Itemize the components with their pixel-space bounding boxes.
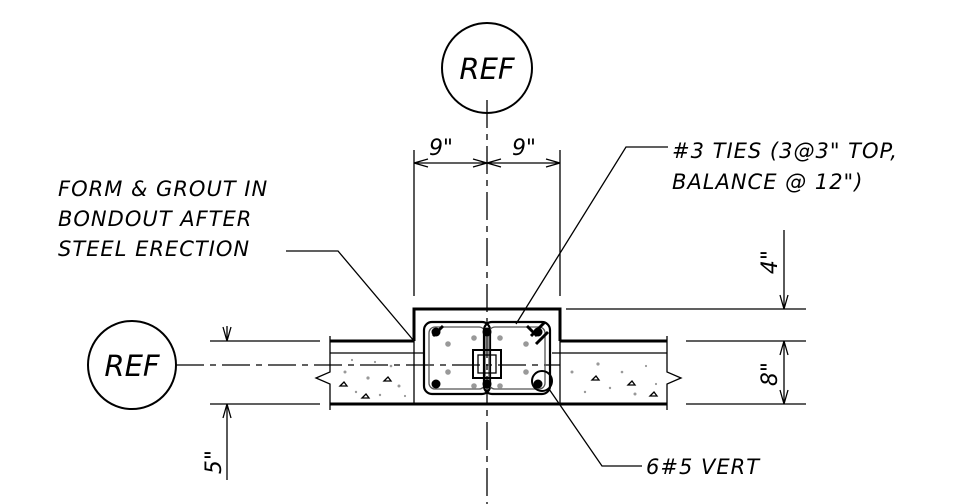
note-vert: 6#5 VERT [548, 388, 761, 479]
note-ties-line1: #3 TIES (3@3" TOP, [672, 139, 898, 163]
ref-circle-top [441, 22, 533, 114]
dimension-4: 4" [566, 230, 806, 310]
ref-bubble-left: REF [87, 320, 177, 410]
note-form-grout: FORM & GROUT IN BONDOUT AFTER STEEL EREC… [58, 177, 415, 342]
note-ties-line2: BALANCE @ 12") [672, 170, 863, 194]
ref-bubble-top: REF [441, 22, 533, 114]
note-vert-label: 6#5 VERT [646, 455, 761, 479]
concrete-hatch-right [570, 362, 659, 397]
rebar-1 [431, 327, 441, 337]
center-plate [472, 349, 502, 379]
tie-left [422, 320, 492, 396]
dim-5-label: 5" [202, 450, 227, 474]
note-ties: #3 TIES (3@3" TOP, BALANCE @ 12") [515, 139, 898, 325]
rebar-cage [422, 320, 553, 396]
dim-left-9: 9" [429, 136, 453, 161]
leader-vert [548, 388, 642, 467]
rebar-3 [533, 327, 543, 337]
dimension-5: 5" [202, 326, 320, 480]
rebar-5 [482, 379, 492, 389]
leader-form-grout [286, 250, 415, 342]
ref-left-label: REF [104, 349, 160, 383]
ref-top-label: REF [459, 52, 515, 86]
concrete-hatch-left [338, 358, 407, 399]
note-form-line3: STEEL ERECTION [58, 237, 250, 261]
rebar-4 [431, 379, 441, 389]
dim-right-9: 9" [512, 136, 536, 161]
rebar-6 [533, 379, 543, 389]
rebar-callout-circle [531, 370, 553, 392]
dimension-9-9: 9" 9" [413, 136, 561, 296]
rebar-2 [482, 327, 492, 337]
dim-8-label: 8" [758, 362, 783, 386]
note-form-line2: BONDOUT AFTER [58, 207, 252, 231]
dim-4-label: 4" [758, 250, 783, 274]
note-form-line1: FORM & GROUT IN [58, 177, 268, 201]
dimension-8: 8" [686, 340, 806, 405]
leader-ties [515, 146, 668, 325]
slab-and-bondout [314, 307, 683, 410]
